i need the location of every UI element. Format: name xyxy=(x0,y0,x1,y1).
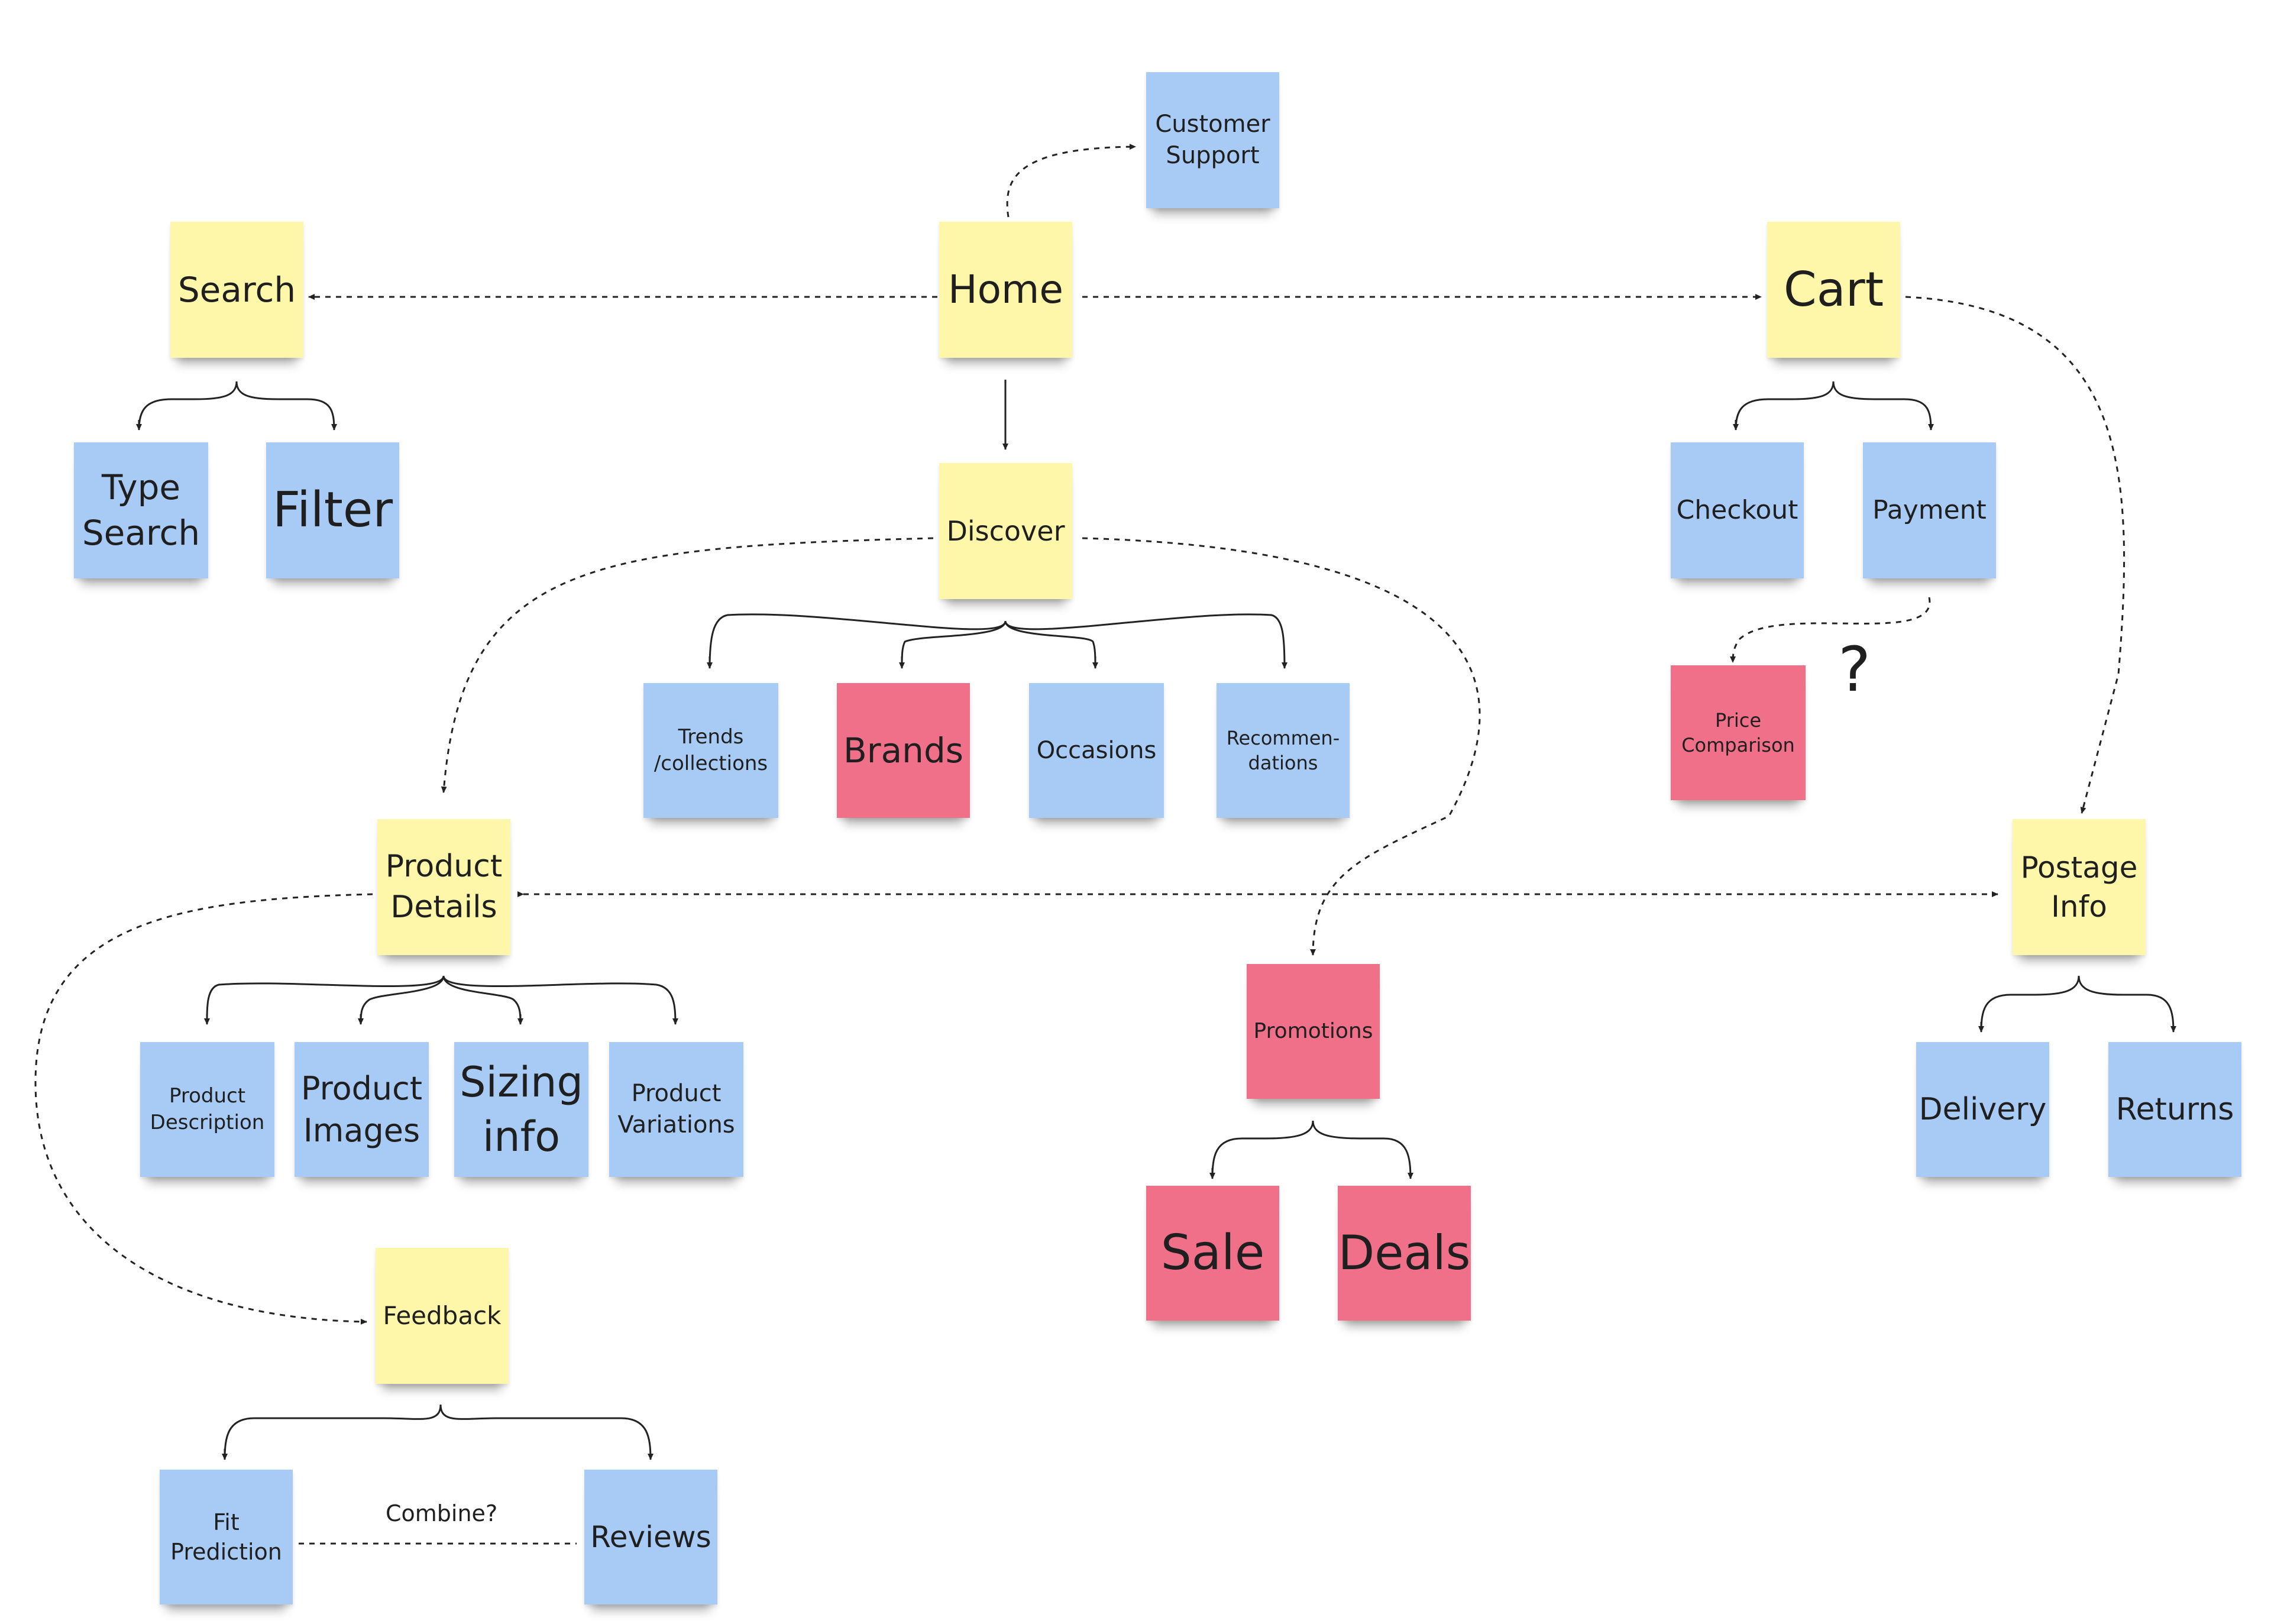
note-filter[interactable]: Filter xyxy=(266,442,399,578)
link-payment-price-comparison xyxy=(1730,597,1931,663)
note-delivery[interactable]: Delivery xyxy=(1916,1042,2049,1177)
note-fit-prediction[interactable]: Fit Prediction xyxy=(160,1470,293,1604)
note-brands[interactable]: Brands xyxy=(837,683,970,818)
question-mark: ? xyxy=(1838,633,1871,706)
link-discover-promotions xyxy=(1082,537,1481,956)
link-cart-postage xyxy=(1905,296,2126,814)
note-recommendations[interactable]: Recommen- dations xyxy=(1217,683,1350,818)
link-home-customer-support xyxy=(1006,144,1136,218)
note-type-search[interactable]: Type Search xyxy=(74,442,208,578)
note-checkout[interactable]: Checkout xyxy=(1671,442,1804,578)
link-product-details-feedback xyxy=(34,893,373,1325)
note-cart[interactable]: Cart xyxy=(1767,222,1900,358)
bracket-discover xyxy=(709,613,1285,668)
bracket-product-details xyxy=(206,975,675,1024)
note-reviews[interactable]: Reviews xyxy=(584,1470,717,1604)
note-product-images[interactable]: Product Images xyxy=(295,1042,429,1177)
note-product-details[interactable]: Product Details xyxy=(377,819,510,955)
note-customer-support[interactable]: Customer Support xyxy=(1146,72,1279,208)
note-sizing-info[interactable]: Sizing info xyxy=(454,1042,588,1177)
note-occasions[interactable]: Occasions xyxy=(1029,683,1164,818)
note-product-variations[interactable]: Product Variations xyxy=(609,1042,743,1177)
note-returns[interactable]: Returns xyxy=(2108,1042,2241,1177)
note-search[interactable]: Search xyxy=(170,222,303,358)
note-home[interactable]: Home xyxy=(939,222,1072,358)
bracket-postage xyxy=(1980,975,2173,1032)
bracket-promotions xyxy=(1211,1120,1411,1179)
note-feedback[interactable]: Feedback xyxy=(376,1248,509,1384)
note-postage-info[interactable]: Postage Info xyxy=(2013,819,2146,955)
bracket-search xyxy=(138,381,334,430)
note-sale[interactable]: Sale xyxy=(1146,1186,1279,1321)
note-deals[interactable]: Deals xyxy=(1338,1186,1471,1321)
note-payment[interactable]: Payment xyxy=(1863,442,1996,578)
bracket-feedback xyxy=(224,1404,651,1460)
note-product-description[interactable]: Product Description xyxy=(140,1042,274,1177)
note-price-comparison[interactable]: Price Comparison xyxy=(1671,665,1806,800)
note-promotions[interactable]: Promotions xyxy=(1247,964,1380,1099)
combine-label: Combine? xyxy=(386,1500,498,1526)
note-discover[interactable]: Discover xyxy=(939,463,1072,599)
note-trends-collections[interactable]: Trends /collections xyxy=(643,683,778,818)
bracket-cart xyxy=(1735,381,1931,430)
